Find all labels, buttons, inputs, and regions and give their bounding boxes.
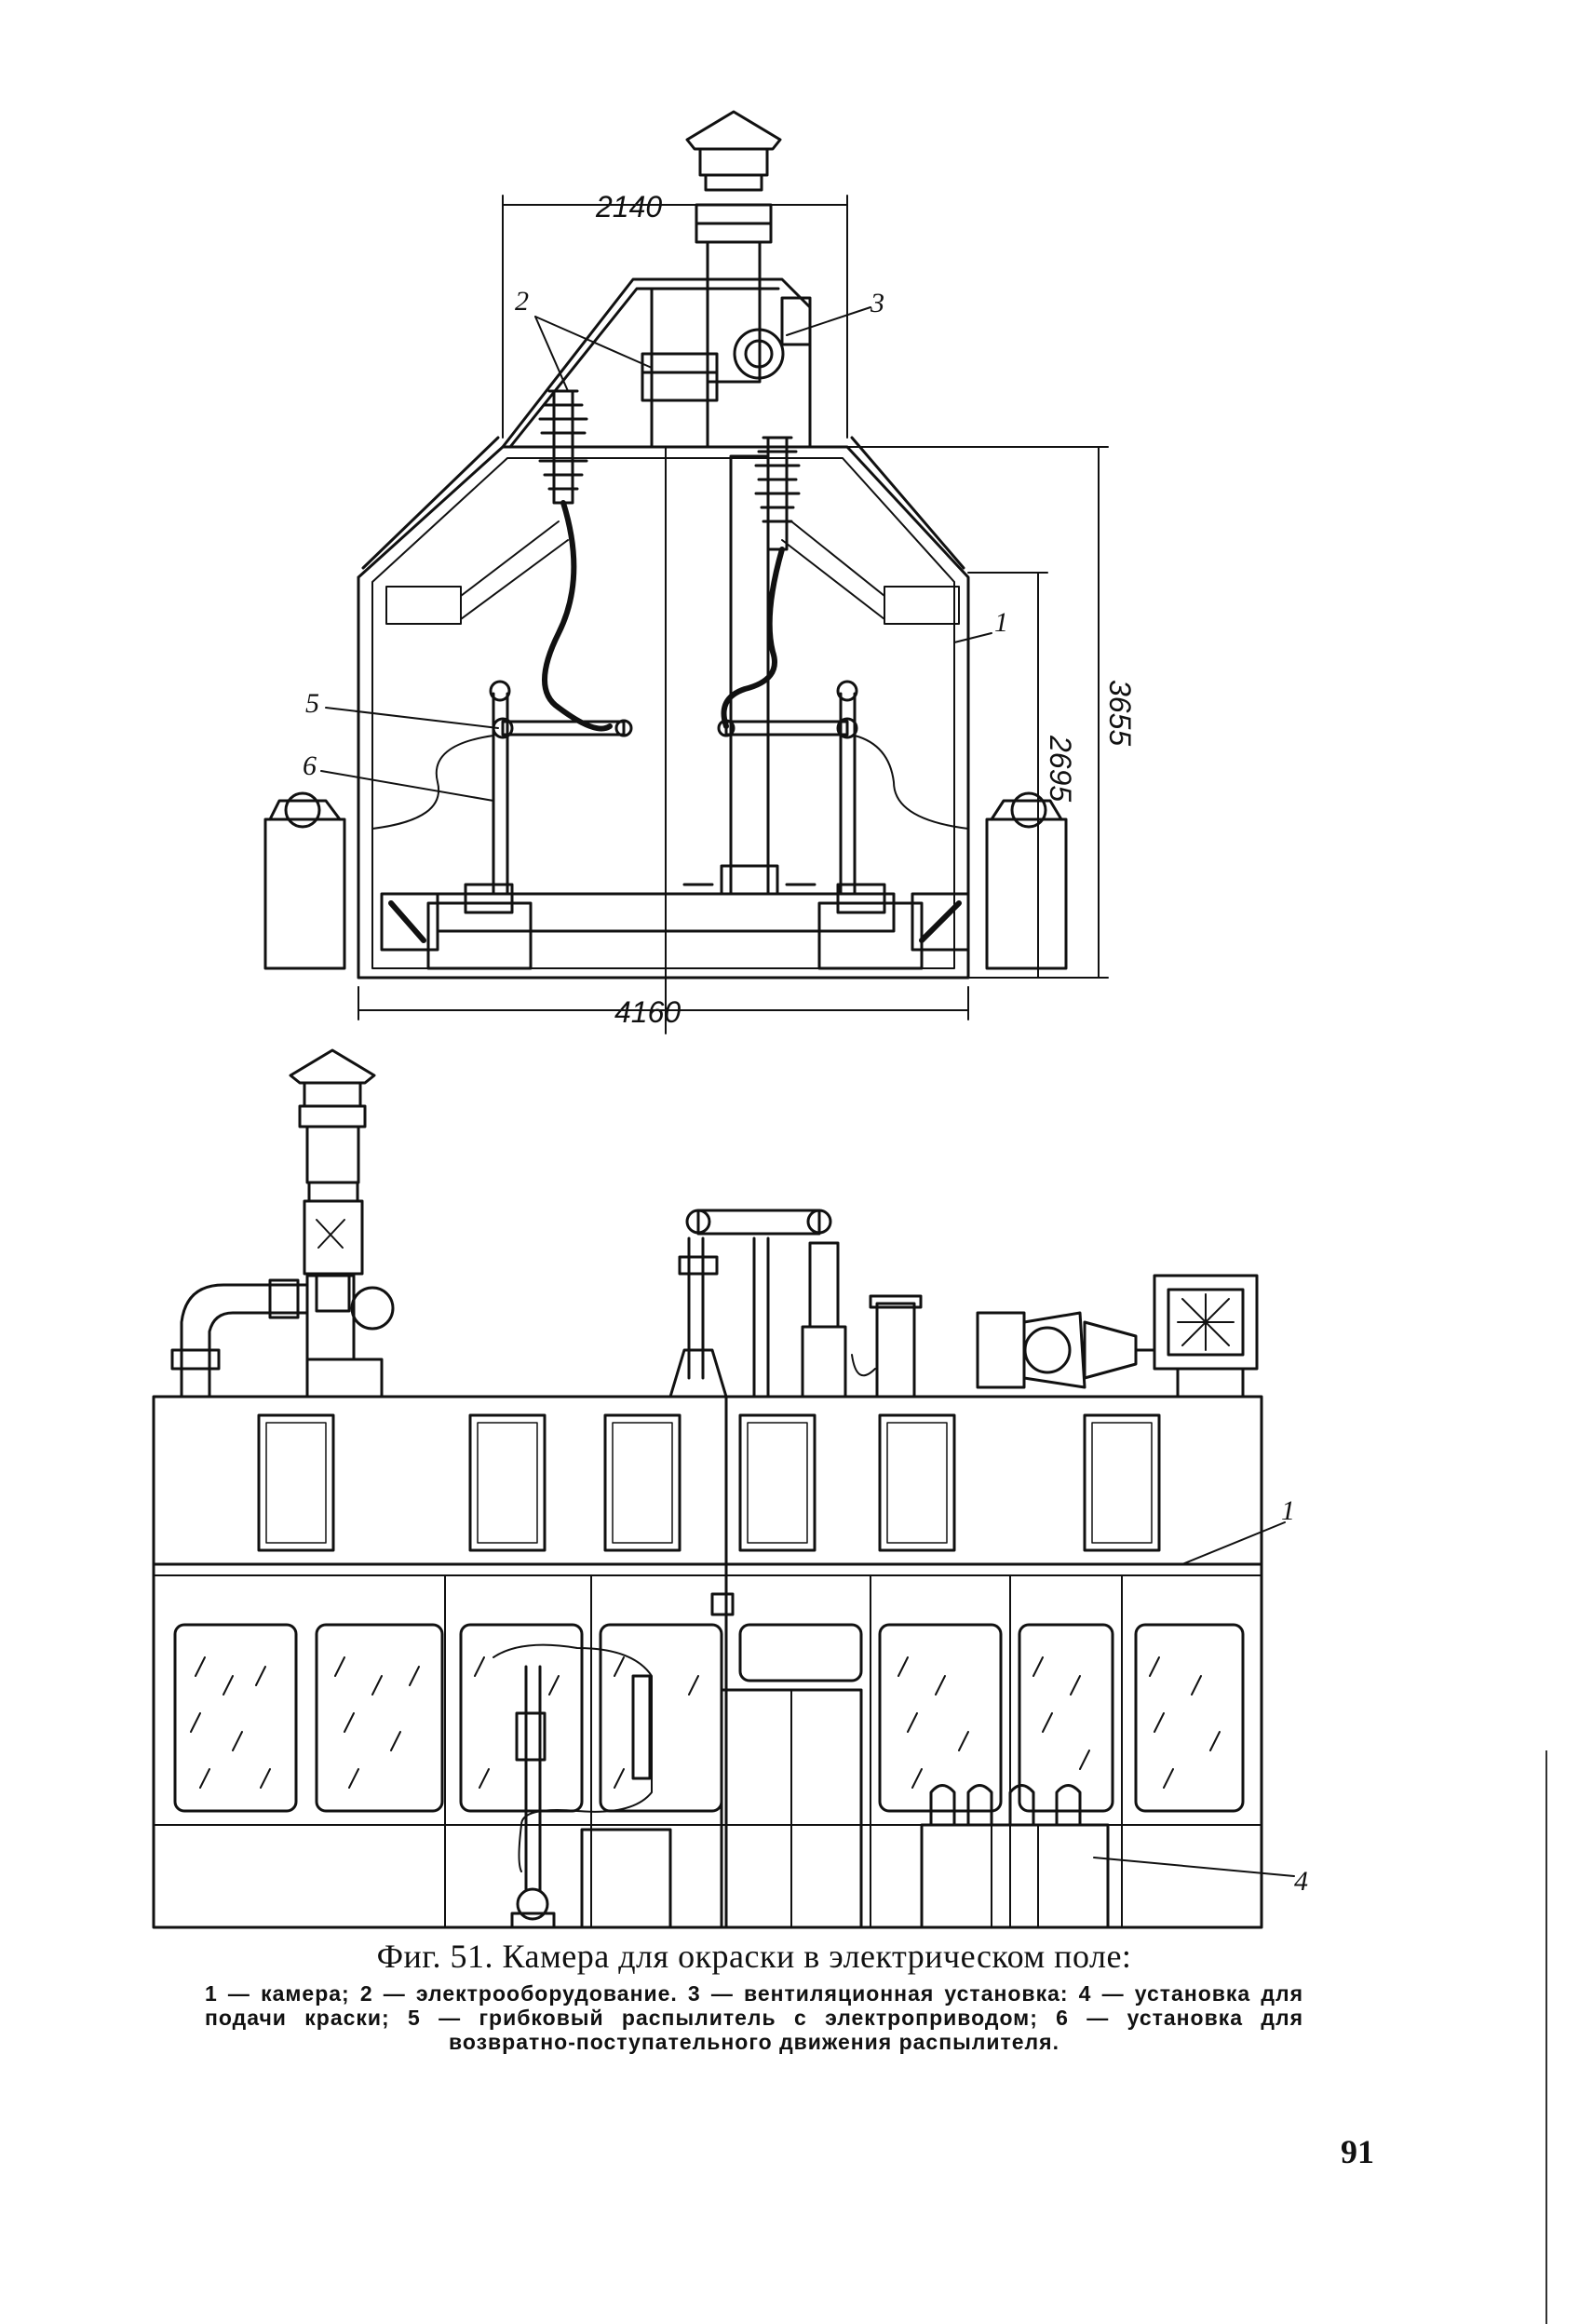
callout-4: 4 [1294,1866,1308,1897]
side-view-drawing [152,1048,1263,1929]
dim-2140: 2140 [595,190,662,223]
callout-3: 3 [870,288,884,318]
callout-5: 5 [305,688,319,719]
caption-title: Фиг. 51. Камера для окраски в электричес… [376,1938,1132,1975]
dim-3655: 3655 [1103,680,1137,746]
figure-caption: Фиг. 51. Камера для окраски в электричес… [149,1937,1359,2054]
callout-1-side: 1 [1281,1495,1295,1526]
callout-1-top: 1 [994,607,1008,638]
dim-4160: 4160 [614,995,681,1029]
callout-6: 6 [303,750,317,781]
margin-rule [1545,1750,1547,2324]
callout-2: 2 [515,286,529,317]
page-number: 91 [1341,2133,1374,2170]
dimension-lines [358,195,1109,1034]
cabin-outline [357,445,970,980]
dim-2695: 2695 [1044,735,1077,802]
top-view-drawing [263,110,1295,1877]
caption-legend: 1 — камера; 2 — электрооборудование. 3 —… [205,1981,1303,2054]
insulator-right [754,436,801,551]
cabin-side-outline [152,1395,1263,1929]
